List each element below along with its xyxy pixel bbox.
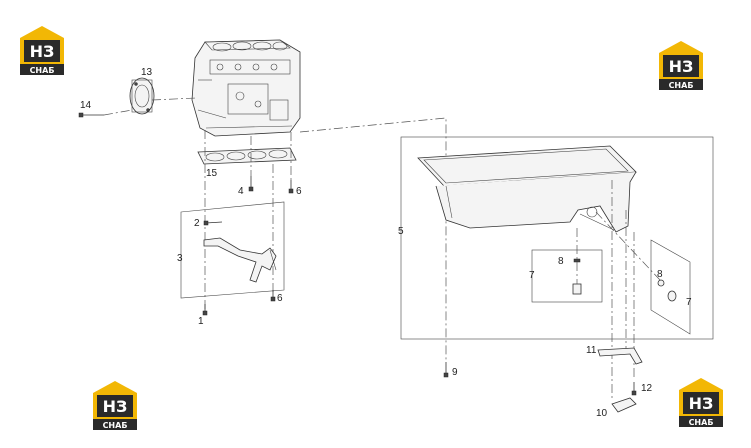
logo-top-right: НЗ СНАБ <box>659 41 703 90</box>
logo-letters: НЗ <box>689 394 714 413</box>
oil-pan-frame <box>400 136 714 340</box>
callout-6: 6 <box>296 186 302 197</box>
bolt-6-bottom <box>270 290 276 302</box>
callout-7: 7 <box>529 270 535 281</box>
bracket-10 <box>611 397 637 413</box>
bolt-1 <box>202 304 208 316</box>
bolt-9 <box>443 362 449 378</box>
front-cover-part <box>129 77 155 115</box>
engine-block <box>191 39 301 137</box>
callout-10: 10 <box>596 408 608 419</box>
logo-subtext: СНАБ <box>669 81 694 90</box>
logo-bottom-left: НЗ СНАБ <box>93 381 137 430</box>
callout-7-right: 7 <box>686 297 692 308</box>
oil-pan-part <box>417 145 637 233</box>
sensor-part <box>657 279 677 302</box>
callout-6-lower: 6 <box>277 293 283 304</box>
logo-subtext: СНАБ <box>103 421 128 430</box>
bolt-part <box>78 112 104 118</box>
callout-1: 1 <box>198 316 204 327</box>
bolt-6-top <box>288 180 294 194</box>
drain-plug-frame <box>531 249 603 303</box>
bolt-12 <box>631 382 637 396</box>
leader-5 <box>299 117 447 360</box>
leader-13 <box>151 97 197 101</box>
callout-8-right: 8 <box>657 269 663 280</box>
callout-11: 11 <box>586 345 597 356</box>
callout-2: 2 <box>194 218 200 229</box>
callout-13: 13 <box>141 67 153 78</box>
sensor-frame <box>650 239 691 335</box>
logo-letters: НЗ <box>103 397 128 416</box>
callout-4: 4 <box>238 186 244 197</box>
logo-letters: НЗ <box>669 57 694 76</box>
callout-3: 3 <box>177 253 183 264</box>
bolt-4 <box>248 176 254 192</box>
logo-bottom-right: НЗ СНАБ <box>679 378 723 427</box>
oil-strainer-part <box>203 220 277 283</box>
logo-subtext: СНАБ <box>689 418 714 427</box>
logo-subtext: СНАБ <box>30 66 55 75</box>
callout-14: 14 <box>80 100 92 111</box>
callout-5: 5 <box>398 226 404 237</box>
bracket-11 <box>597 347 643 365</box>
callout-9: 9 <box>452 367 458 378</box>
leader-8b <box>595 211 661 281</box>
callout-15: 15 <box>206 168 218 179</box>
callout-12: 12 <box>641 383 653 394</box>
strainer-frame <box>180 201 285 299</box>
gasket-part <box>197 147 297 165</box>
logo-letters: НЗ <box>30 42 55 61</box>
leader-14 <box>103 109 133 116</box>
callout-8: 8 <box>558 256 564 267</box>
logo-top-left: НЗ СНАБ <box>20 26 64 75</box>
